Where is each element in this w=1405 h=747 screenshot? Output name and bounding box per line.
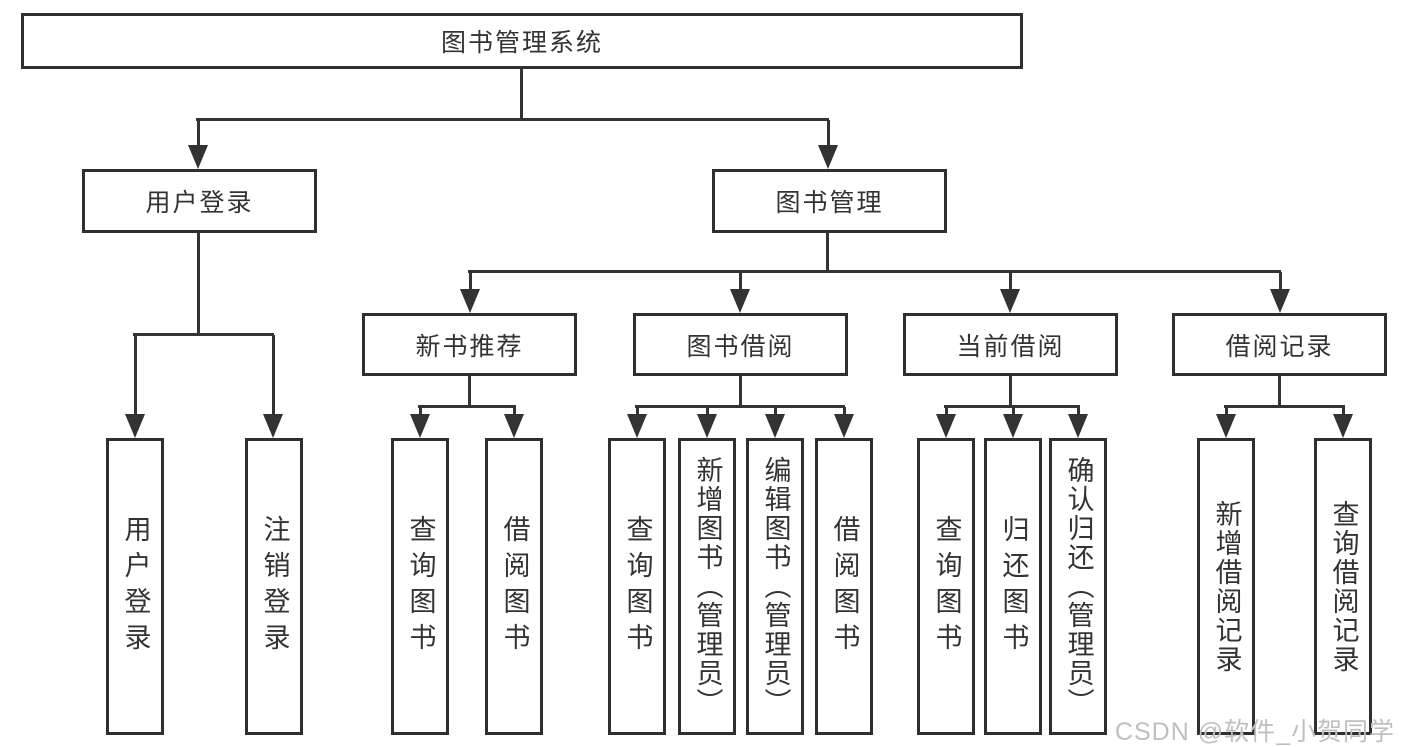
arrowhead-down-icon — [1000, 289, 1020, 313]
connector-hline — [635, 405, 845, 408]
arrow-stem — [945, 407, 948, 416]
node-label: 借阅图书 — [829, 514, 860, 659]
node-user-login: 用户登录 — [82, 169, 317, 233]
node-records-query-record: 查询借阅记录 — [1314, 438, 1372, 735]
node-label: 查询图书 — [405, 514, 436, 659]
node-library-management-system: 图书管理系统 — [21, 13, 1023, 69]
connector-hline — [196, 118, 829, 121]
arrow-stem — [419, 407, 422, 416]
arrowhead-down-icon — [936, 414, 956, 438]
node-borrow-add-books-admin: 新增图书（管理员） — [678, 438, 736, 735]
node-login-user: 用户登录 — [106, 438, 164, 735]
arrow-stem — [827, 120, 830, 147]
arrowhead-down-icon — [1270, 289, 1290, 313]
node-borrow-query-books: 查询图书 — [608, 438, 666, 735]
arrow-stem — [513, 407, 516, 416]
connector-hline — [418, 405, 516, 408]
node-label: 注销登录 — [259, 514, 290, 659]
arrow-stem — [1077, 407, 1080, 416]
arrowhead-down-icon — [1333, 414, 1353, 438]
arrow-stem — [1012, 407, 1015, 416]
connector-hline — [1224, 405, 1345, 408]
arrowhead-down-icon — [188, 145, 208, 169]
arrow-stem — [134, 335, 137, 416]
arrowhead-down-icon — [697, 414, 717, 438]
arrowhead-down-icon — [818, 145, 838, 169]
connector-vline — [1009, 376, 1012, 407]
node-login-logout: 注销登录 — [245, 438, 303, 735]
node-recommend-borrow-books: 借阅图书 — [485, 438, 543, 735]
node-borrow-records: 借阅记录 — [1172, 313, 1387, 376]
node-current-return-books: 归还图书 — [984, 438, 1042, 735]
connector-vline — [739, 376, 742, 407]
node-book-borrow: 图书借阅 — [633, 313, 848, 376]
arrow-stem — [739, 272, 742, 291]
node-label: 新书推荐 — [415, 332, 524, 361]
arrowhead-down-icon — [1216, 414, 1236, 438]
arrow-stem — [197, 120, 200, 147]
arrow-stem — [636, 407, 639, 416]
arrowhead-down-icon — [504, 414, 524, 438]
node-label: 图书借阅 — [686, 332, 795, 361]
arrowhead-down-icon — [410, 414, 430, 438]
arrow-stem — [272, 335, 275, 416]
arrowhead-down-icon — [765, 414, 785, 438]
node-current-query-books: 查询图书 — [917, 438, 975, 735]
node-label: 用户登录 — [145, 189, 254, 217]
node-recommend-query-books: 查询图书 — [391, 438, 449, 735]
arrow-stem — [1225, 407, 1228, 416]
arrow-stem — [774, 407, 777, 416]
connector-hline — [468, 270, 1281, 273]
connector-vline — [520, 69, 523, 120]
node-new-book-recommend: 新书推荐 — [362, 313, 577, 376]
connector-hline — [133, 333, 274, 336]
arrowhead-down-icon — [460, 289, 480, 313]
connector-vline — [197, 233, 200, 335]
arrowhead-down-icon — [1003, 414, 1023, 438]
arrow-stem — [1342, 407, 1345, 416]
node-label: 图书管理 — [775, 189, 884, 217]
arrowhead-down-icon — [627, 414, 647, 438]
node-book-management: 图书管理 — [712, 169, 947, 233]
node-records-add-record: 新增借阅记录 — [1197, 438, 1255, 735]
node-label: 借阅记录 — [1225, 332, 1334, 361]
node-borrow-borrow-books: 借阅图书 — [815, 438, 873, 735]
node-label: 图书管理系统 — [440, 29, 603, 57]
node-current-confirm-return-admin: 确认归还（管理员） — [1049, 438, 1107, 735]
arrow-stem — [469, 272, 472, 291]
node-label: 用户登录 — [120, 514, 151, 659]
arrow-stem — [843, 407, 846, 416]
arrowhead-down-icon — [125, 414, 145, 438]
watermark: CSDN @软件_小贺同学 — [1114, 718, 1395, 746]
arrow-stem — [1279, 272, 1282, 291]
node-label: 借阅图书 — [499, 514, 530, 659]
node-label: 查询图书 — [931, 514, 962, 659]
connector-vline — [468, 376, 471, 407]
connector-hline — [944, 405, 1080, 408]
node-label: 当前借阅 — [956, 332, 1065, 361]
node-borrow-edit-books-admin: 编辑图书（管理员） — [746, 438, 804, 735]
node-label: 新增借阅记录 — [1211, 499, 1242, 674]
arrowhead-down-icon — [730, 289, 750, 313]
node-label: 归还图书 — [998, 514, 1029, 659]
arrowhead-down-icon — [263, 414, 283, 438]
node-label: 新增图书（管理员） — [692, 456, 723, 717]
connector-vline — [826, 233, 829, 272]
node-label: 确认归还（管理员） — [1063, 456, 1094, 717]
arrowhead-down-icon — [1068, 414, 1088, 438]
node-label: 查询图书 — [622, 514, 653, 659]
connector-vline — [1278, 376, 1281, 407]
arrowhead-down-icon — [834, 414, 854, 438]
arrow-stem — [706, 407, 709, 416]
node-current-borrow: 当前借阅 — [903, 313, 1118, 376]
node-label: 编辑图书（管理员） — [760, 456, 791, 717]
node-label: 查询借阅记录 — [1328, 499, 1359, 674]
arrow-stem — [1009, 272, 1012, 291]
